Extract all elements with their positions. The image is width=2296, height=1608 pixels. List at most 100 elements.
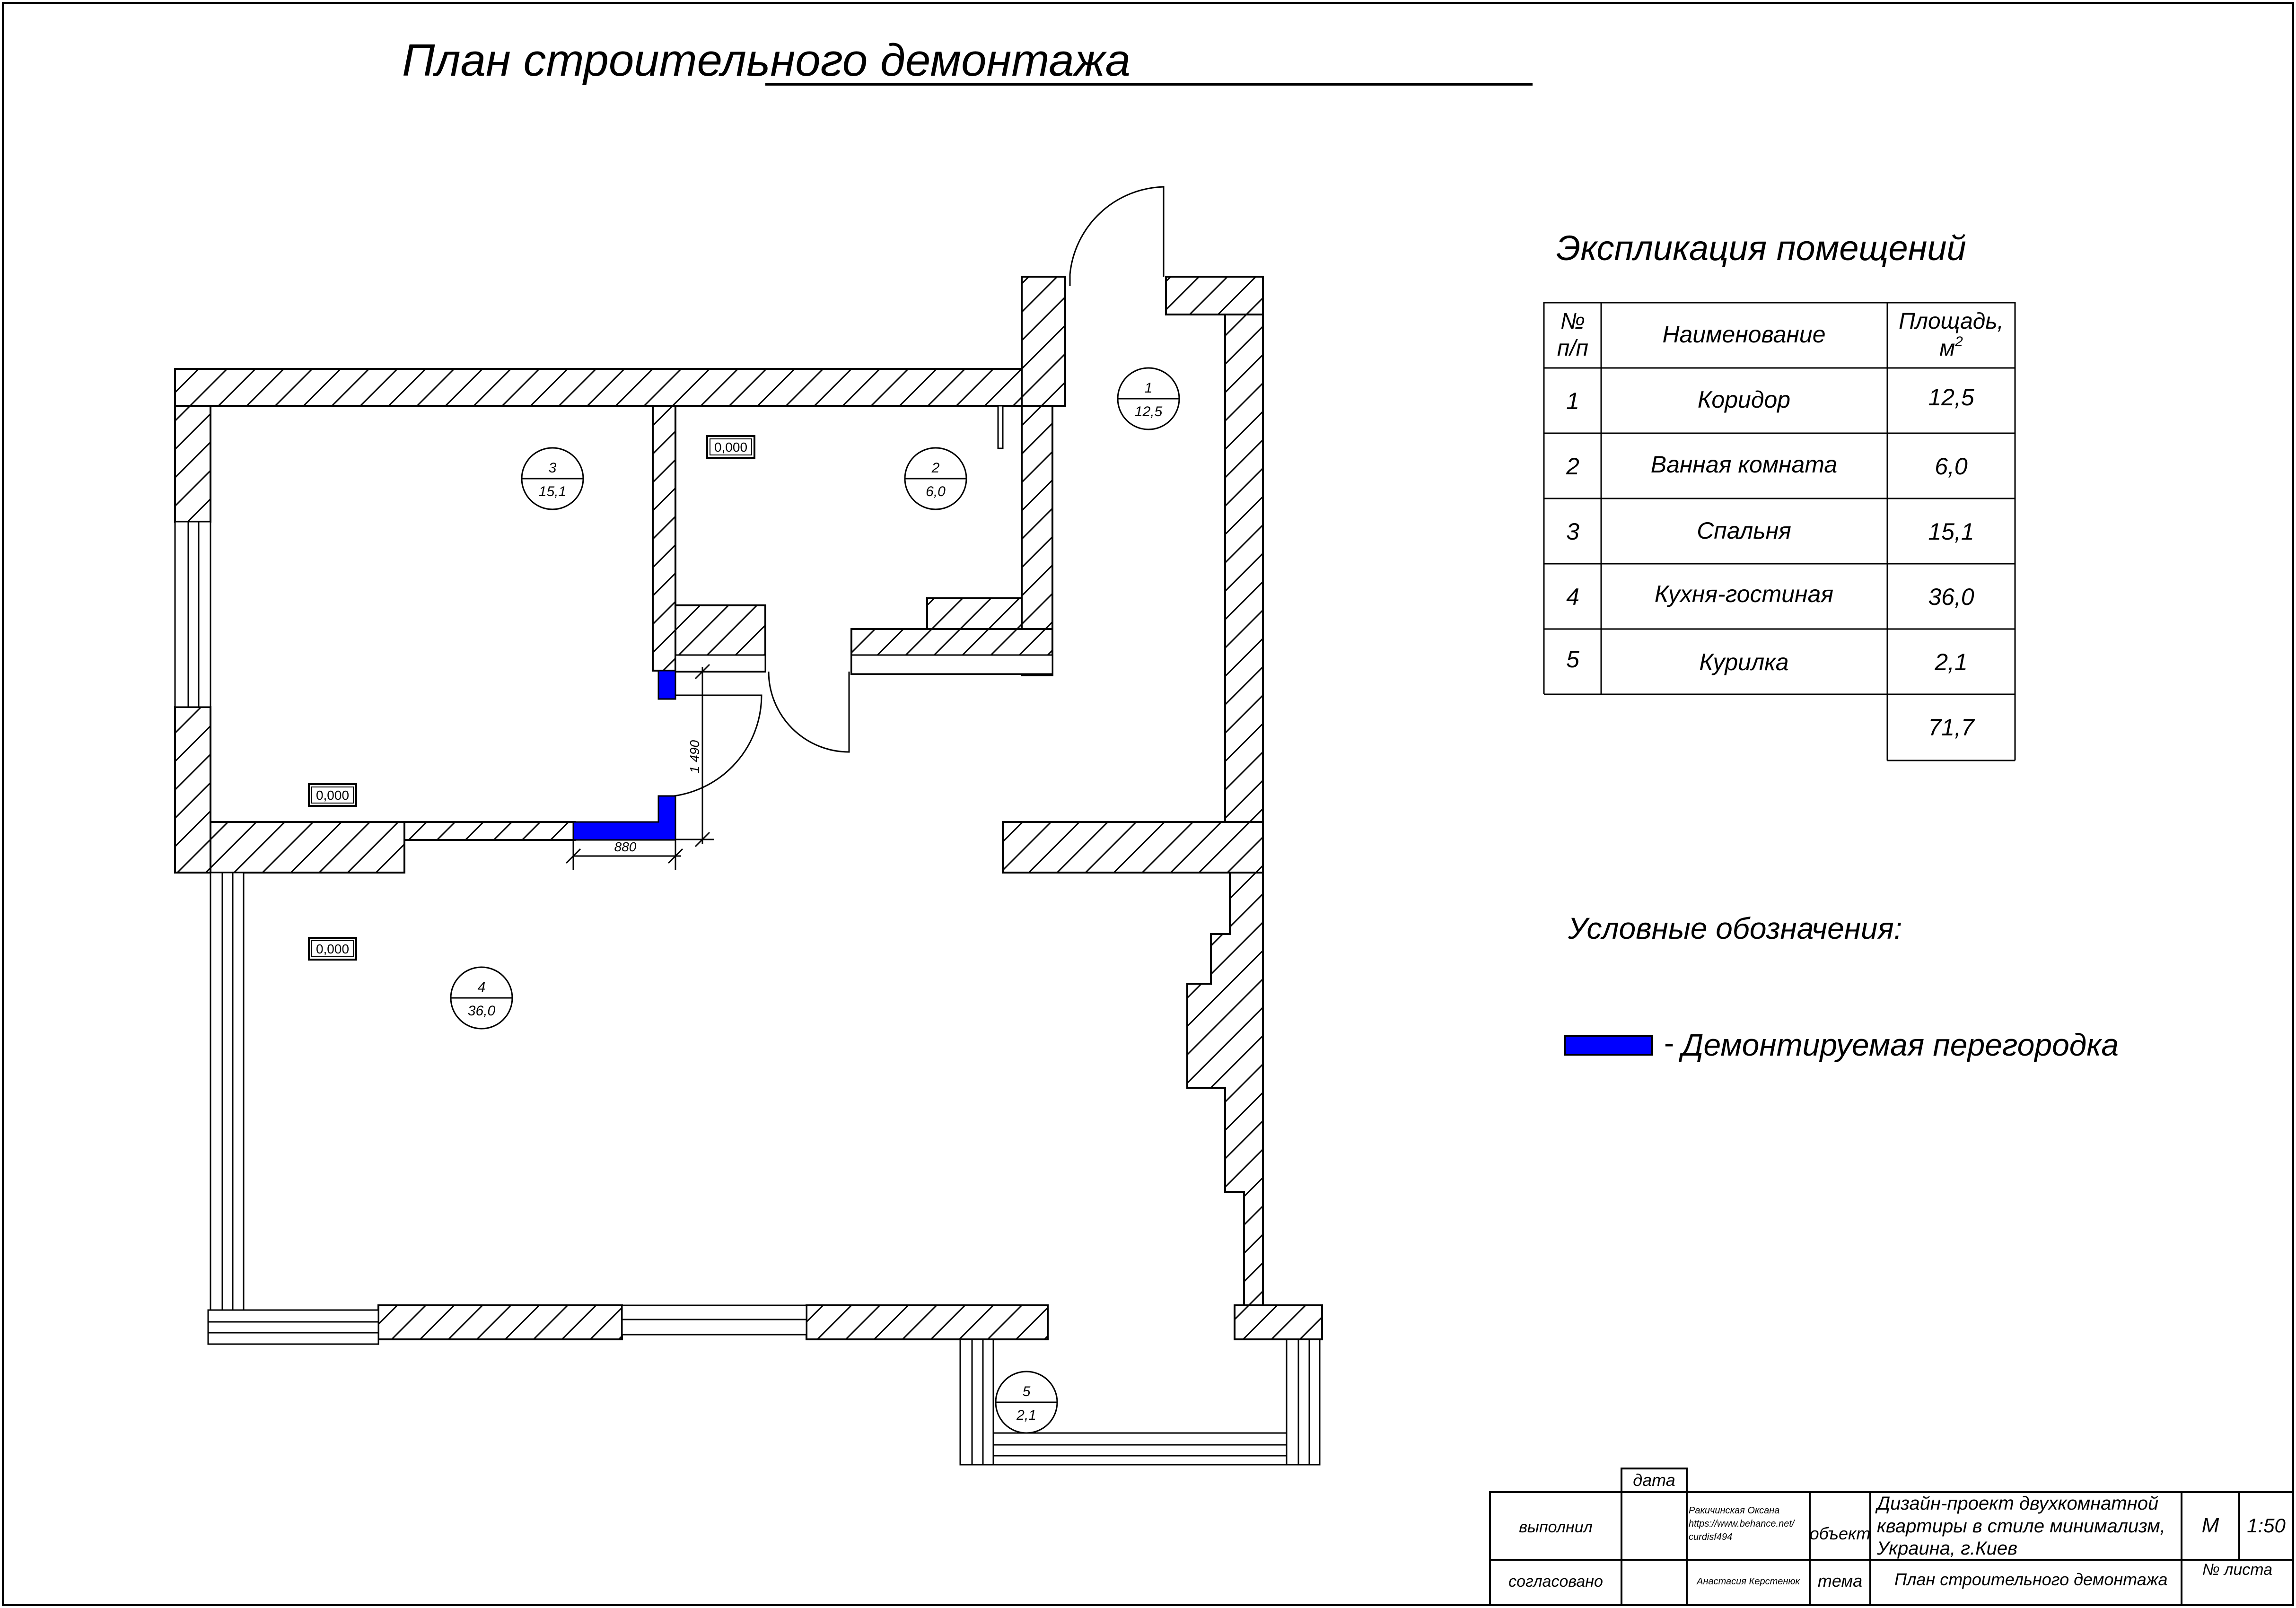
windows: [174, 405, 1321, 1466]
tb-object-label: объект: [1810, 1524, 1871, 1543]
wall-top-left: [174, 368, 1023, 407]
walls: [174, 276, 1323, 1340]
wall-kitchen-right-top: [1002, 821, 1264, 874]
wall-bottom-left: [377, 1304, 623, 1340]
row-2-name: Ванная комната: [1651, 451, 1838, 478]
tb-performer-handle: curdisf494: [1689, 1532, 1732, 1542]
title-block: [1489, 1468, 2294, 1606]
tb-theme-value: План строительного демонтажа: [1894, 1570, 2168, 1589]
row-1-num: 1: [1566, 388, 1579, 414]
room-markers: [450, 367, 1180, 1434]
door-bedroom: [662, 694, 762, 798]
tb-approved-label: согласовано: [1508, 1573, 1603, 1591]
window-balcony-bottom: [992, 1432, 1288, 1466]
row-4-area: 36,0: [1928, 584, 1974, 610]
tb-object-line3: Украина, г.Киев: [1876, 1538, 2017, 1559]
dimension-1490-label: 1 490: [687, 740, 702, 773]
col-header-num: №: [1560, 309, 1585, 334]
window-bedroom-left: [174, 521, 211, 708]
tb-object-line1: Дизайн-проект двухкомнатной: [1875, 1493, 2158, 1514]
dimension-880-label: 880: [614, 839, 637, 854]
page-title: План строительного демонтажа: [402, 35, 1130, 86]
dimension-1490: [675, 664, 714, 848]
col-header-num-sub: п/п: [1557, 336, 1588, 361]
room-marker-2-num: 2: [931, 460, 940, 476]
dimension-880: [565, 840, 684, 870]
door-jambs: [675, 654, 1053, 675]
door-entrance: [1069, 186, 1165, 286]
room-marker-3-num: 3: [549, 460, 557, 476]
room-marker-4-area: 36,0: [468, 1003, 496, 1019]
col-header-area-unit: м2: [1939, 334, 1963, 361]
wall-right-stepped: [1186, 872, 1264, 1306]
row-5-name: Курилка: [1699, 649, 1788, 675]
bath-small-wall: [997, 405, 1004, 449]
row-3-num: 3: [1566, 518, 1579, 545]
wall-top-corridor: [1021, 276, 1066, 407]
row-3-name: Спальня: [1697, 517, 1791, 544]
legend-dash: -: [1664, 1026, 1674, 1060]
col-header-area: Площадь,: [1899, 309, 2004, 334]
row-5-num: 5: [1566, 646, 1579, 673]
row-2-area: 6,0: [1935, 453, 1968, 480]
wall-partition-bath: [652, 405, 676, 672]
explication-table-text: № п/п Наименование Площадь, м2 1 Коридор…: [1557, 309, 2004, 741]
wall-bottom-mid: [806, 1304, 1049, 1340]
floor-plan: 880 1 490 0,000 0,000 0,000: [174, 186, 1323, 1466]
level-mark-bath-label: 0,000: [714, 440, 747, 454]
row-3-area: 15,1: [1928, 518, 1974, 545]
room-marker-5: [995, 1371, 1058, 1434]
wall-corridor-right: [1224, 314, 1264, 874]
room-marker-4-num: 4: [478, 979, 486, 995]
room-marker-2-area: 6,0: [926, 484, 946, 499]
demolish-partition-l: [572, 795, 676, 841]
window-balcony-left: [959, 1338, 994, 1466]
row-4-num: 4: [1566, 584, 1579, 610]
demolish-partition-small: [657, 670, 676, 700]
window-kitchen-left: [210, 872, 245, 1311]
legend-swatch-demolish: [1564, 1035, 1653, 1056]
demolished-partitions: [572, 670, 676, 841]
window-balcony-right: [1286, 1338, 1321, 1466]
room-marker-3: [521, 447, 584, 510]
room-marker-5-area: 2,1: [1016, 1407, 1036, 1423]
row-4-name: Кухня-гостиная: [1655, 581, 1833, 607]
room-marker-5-num: 5: [1023, 1384, 1031, 1399]
tb-performed-label: выполнил: [1519, 1518, 1593, 1536]
tb-date-label: дата: [1633, 1470, 1675, 1490]
col-header-name: Наименование: [1662, 321, 1825, 348]
explication-heading: Экспликация помещений: [1556, 228, 1966, 268]
explication-table: [1543, 302, 2016, 761]
room-marker-1-area: 12,5: [1135, 404, 1163, 419]
legend-item-label: Демонтируемая перегородка: [1678, 1027, 2119, 1062]
row-5-area: 2,1: [1934, 649, 1968, 675]
tb-performer-name: Ракичинская Оксана: [1689, 1505, 1779, 1516]
room-marker-4: [450, 966, 513, 1030]
wall-left-mid: [174, 706, 211, 874]
title-block-text: дата выполнил Ракичинская Оксана https:/…: [1508, 1470, 2286, 1591]
tb-performer-url: https://www.behance.net/: [1689, 1519, 1796, 1529]
wall-left-upper: [174, 405, 211, 523]
window-kitchen-bottom-left: [207, 1309, 379, 1345]
row-2-num: 2: [1566, 453, 1579, 480]
wall-corridor-top-right: [1165, 276, 1264, 315]
wall-bedroom-bottom: [210, 821, 405, 874]
row-1-name: Коридор: [1698, 386, 1790, 413]
door-bathroom: [768, 671, 850, 753]
wall-bedroom-bottom-thin: [403, 821, 576, 841]
wall-bottom-right-block: [1234, 1304, 1323, 1340]
tb-theme-label: тема: [1818, 1571, 1862, 1591]
level-mark-kitchen-label: 0,000: [316, 942, 349, 956]
room-marker-3-area: 15,1: [539, 484, 566, 499]
tb-scale-value: 1:50: [2247, 1514, 2286, 1537]
room-marker-1-num: 1: [1145, 380, 1153, 396]
tb-approver-name: Анастасия Керстенюк: [1696, 1576, 1800, 1587]
room-marker-1: [1117, 367, 1180, 430]
tb-scale-label: М: [2202, 1514, 2219, 1537]
total-area: 71,7: [1928, 714, 1975, 741]
legend-heading: Условные обозначения:: [1568, 911, 1902, 945]
level-mark-bedroom-label: 0,000: [316, 788, 349, 803]
row-1-area: 12,5: [1928, 384, 1974, 411]
